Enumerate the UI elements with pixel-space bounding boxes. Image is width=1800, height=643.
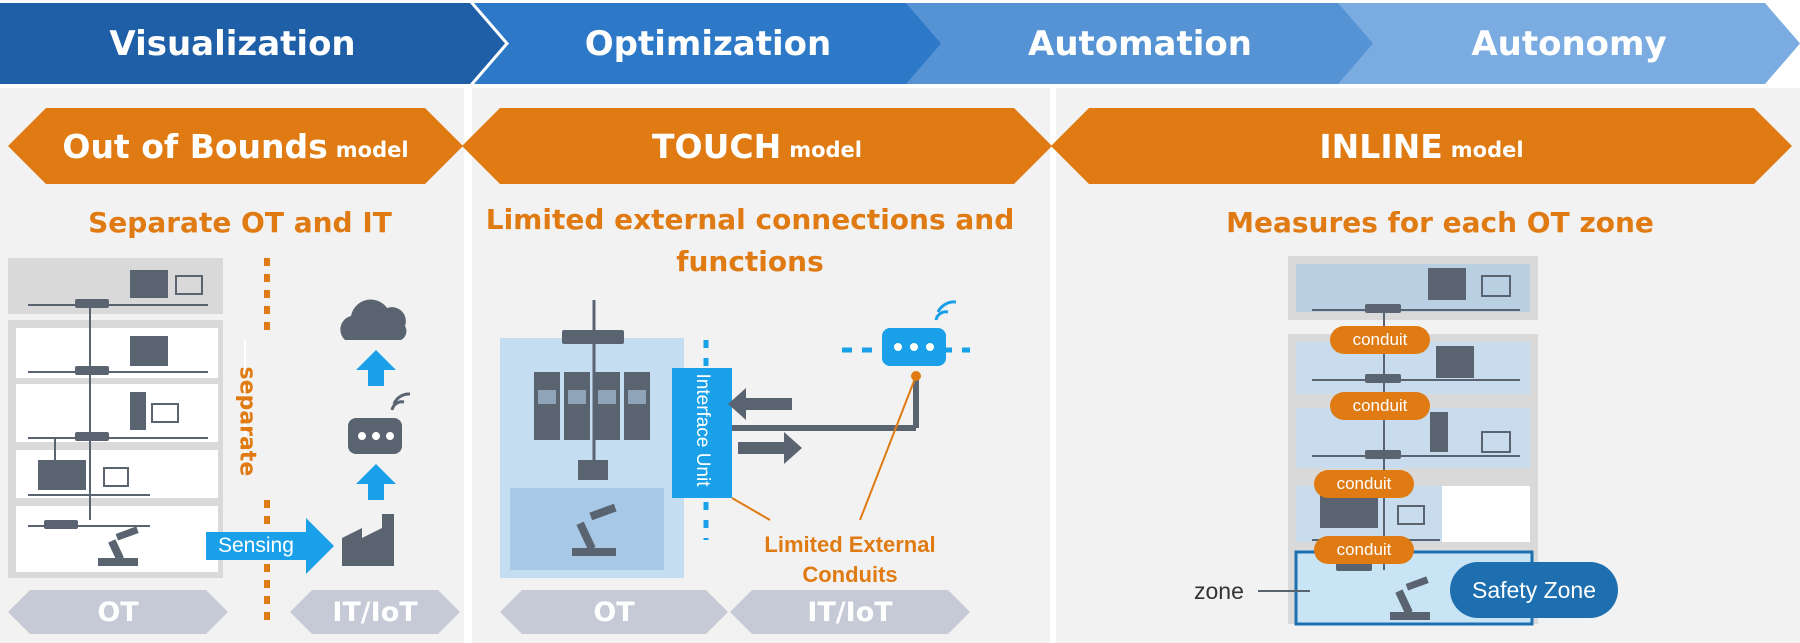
stage-optimization: Optimization bbox=[474, 3, 942, 84]
switch-icon bbox=[75, 366, 109, 375]
server-icon bbox=[1436, 346, 1474, 378]
limited-conduits-line2: Conduits bbox=[802, 562, 898, 587]
it-arrow-touch: IT/IoT bbox=[730, 590, 970, 634]
safety-zone-label: Safety Zone bbox=[1450, 562, 1618, 618]
stage-visualization: Visualization bbox=[0, 3, 505, 84]
server-icon bbox=[130, 270, 168, 298]
model-suffix: model bbox=[789, 138, 862, 162]
model-band-touch: TOUCH model bbox=[462, 108, 1052, 184]
monitor-icon bbox=[151, 403, 179, 423]
conduit-pointer bbox=[731, 497, 771, 521]
sensing-label: Sensing bbox=[218, 534, 294, 557]
model-suffix: model bbox=[335, 138, 409, 162]
switch-icon bbox=[75, 299, 109, 308]
conduit-badge: conduit bbox=[1330, 326, 1430, 354]
robot-arm-icon bbox=[572, 503, 617, 556]
stage-label: Autonomy bbox=[1471, 23, 1667, 64]
switch-icon bbox=[1365, 374, 1401, 383]
stage-label: Automation bbox=[1028, 23, 1252, 64]
conduit-badge: conduit bbox=[1314, 536, 1414, 564]
heading-measures: Measures for each OT zone bbox=[1226, 206, 1654, 239]
switch-icon bbox=[44, 520, 78, 529]
limited-conduits-line1: Limited External bbox=[764, 532, 936, 557]
cloud-icon bbox=[340, 299, 407, 340]
model-band-out-of-bounds: Out of Bounds model bbox=[8, 108, 463, 184]
io-module-icon bbox=[1397, 505, 1425, 525]
stage-label: Visualization bbox=[109, 23, 356, 64]
arrow-up-icon bbox=[356, 464, 396, 500]
factory-icon bbox=[342, 514, 394, 566]
interface-unit bbox=[672, 368, 732, 498]
plc-icon bbox=[1320, 496, 1378, 528]
ot-arrow-oob: OT bbox=[8, 590, 228, 634]
model-name: Out of Bounds bbox=[62, 126, 328, 166]
conduit-badge: conduit bbox=[1330, 392, 1430, 420]
server-icon bbox=[1428, 268, 1466, 300]
io-module-icon bbox=[103, 467, 129, 487]
model-band-inline: INLINE model bbox=[1051, 108, 1792, 184]
switch-icon bbox=[1365, 450, 1401, 459]
heading-limited-line2: functions bbox=[676, 245, 824, 278]
ot-arrow-touch: OT bbox=[500, 590, 728, 634]
plc-rack-icon bbox=[534, 372, 650, 440]
monitor-icon bbox=[1481, 431, 1511, 453]
monitor-icon bbox=[175, 275, 203, 295]
switch-icon bbox=[562, 330, 624, 344]
arrow-left-icon bbox=[728, 388, 792, 420]
stage-autonomy: Autonomy bbox=[1338, 3, 1800, 84]
server-icon bbox=[1430, 412, 1448, 452]
conduit-pointer bbox=[859, 375, 917, 521]
heading-separate: Separate OT and IT bbox=[88, 206, 392, 239]
heading-limited-line1: Limited external connections and bbox=[485, 203, 1015, 236]
arrow-up-icon bbox=[356, 350, 396, 386]
model-name: INLINE bbox=[1319, 126, 1443, 166]
sensing-arrow bbox=[206, 518, 334, 574]
plc-icon bbox=[38, 460, 86, 490]
robot-arm-icon bbox=[98, 526, 139, 566]
stage-label: Optimization bbox=[584, 23, 832, 64]
zone-label: zone bbox=[1194, 578, 1244, 604]
monitor-icon bbox=[1481, 275, 1511, 297]
arrow-right-icon bbox=[738, 432, 802, 464]
server-icon bbox=[130, 392, 146, 430]
switch-icon bbox=[75, 432, 109, 441]
switch-icon bbox=[1336, 562, 1372, 571]
conduit-badge: conduit bbox=[1314, 470, 1414, 498]
switch-icon bbox=[1365, 304, 1401, 313]
it-arrow-oob: IT/IoT bbox=[290, 590, 460, 634]
model-name: TOUCH bbox=[652, 126, 782, 166]
model-suffix: model bbox=[1450, 138, 1524, 162]
robot-arm-icon bbox=[1390, 576, 1430, 620]
server-icon bbox=[130, 336, 168, 366]
stage-automation: Automation bbox=[906, 3, 1374, 84]
